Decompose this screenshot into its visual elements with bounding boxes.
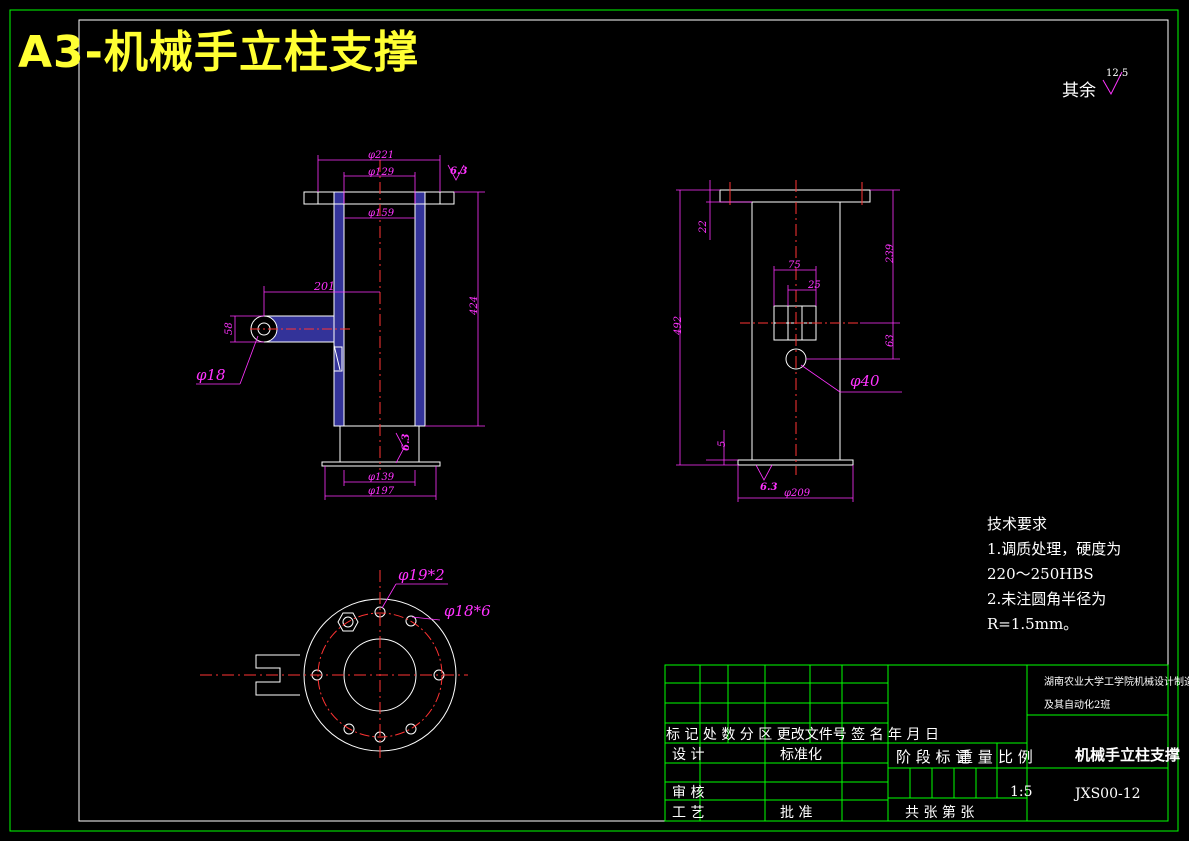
dim-slot-inner: 25 [807,280,821,291]
tb-part-name: 机械手立柱支撑 [1075,746,1181,764]
tb-ratio: 比 例 [998,748,1033,766]
dim-top-flange-inner: φ129 [368,167,395,178]
tb-major: 及其自动化2班 [1044,700,1111,711]
roughness-value: 12.5 [1106,68,1128,79]
tech-requirements: 技术要求 1.调质处理，硬度为 220～250HBS 2.未注圆角半径为 R=1… [987,512,1121,637]
side-view [719,189,871,466]
inner-border [78,19,1169,822]
tech-title: 技术要求 [987,515,1048,533]
tb-standard: 标准化 [780,747,822,763]
tb-process: 工 艺 [672,805,705,821]
drawing-title: A3-机械手立柱支撑 [18,27,419,78]
tech-line-1: 1.调质处理，硬度为 [987,540,1122,558]
dim-slot-width: 75 [788,260,801,271]
dim-side-upper: 239 [885,243,896,264]
tech-line-2: 220～250HBS [987,565,1094,583]
roughness-symbol-icon [1102,71,1123,96]
tb-weight: 重 量 [958,748,993,766]
outer-border [9,9,1179,832]
front-dimensions [196,155,485,500]
tb-design: 设 计 [672,747,705,763]
tb-approve: 批 准 [780,805,813,821]
dim-side-total: 492 [673,316,684,336]
dim-bolt-holes-small: φ19*2 [398,566,445,584]
title-block [664,664,1169,822]
roughness-base: 6.3 [401,434,412,451]
tb-drawing-no: JXS00-12 [1075,786,1141,802]
roughness-top: 6.3 [450,166,467,177]
dim-tube-dia: φ159 [368,208,395,219]
dim-bolt-holes-large: φ18*6 [444,602,491,620]
dim-side-flange: 22 [698,220,709,234]
dim-base-plate: 5 [717,441,728,447]
tb-header-row: 标 记 处 数 分 区 更改文件号 签 名 年 月 日 [666,727,939,743]
top-dimensions [381,583,448,621]
dim-side-hole: φ40 [850,372,880,390]
dim-arm-width: 58 [224,322,235,335]
dim-base-197: φ197 [368,486,395,497]
dim-pin-hole: φ18 [196,366,226,384]
roughness-side: 6.3 [760,482,777,493]
dim-top-flange-outer: φ221 [368,150,394,161]
dim-arm-offset: 201 [313,280,335,293]
side-dimensions [676,180,902,502]
tech-line-4: R=1.5mm。 [987,615,1079,633]
tb-scale: 1:5 [1010,784,1033,800]
tb-review: 审 核 [672,785,705,801]
roughness-note-label: 其余 [1062,81,1096,101]
tb-school: 湖南农业大学工学院机械设计制造 [1044,677,1189,688]
tb-sheets: 共 张 第 张 [905,805,975,821]
tb-stage: 阶 段 标 记 [896,748,971,766]
tech-line-3: 2.未注圆角半径为 [987,590,1107,608]
dim-column-height: 424 [469,296,480,316]
dim-hole-offset: 63 [885,334,896,347]
dim-base-209: φ209 [784,488,811,499]
dim-base-139: φ139 [368,472,395,483]
